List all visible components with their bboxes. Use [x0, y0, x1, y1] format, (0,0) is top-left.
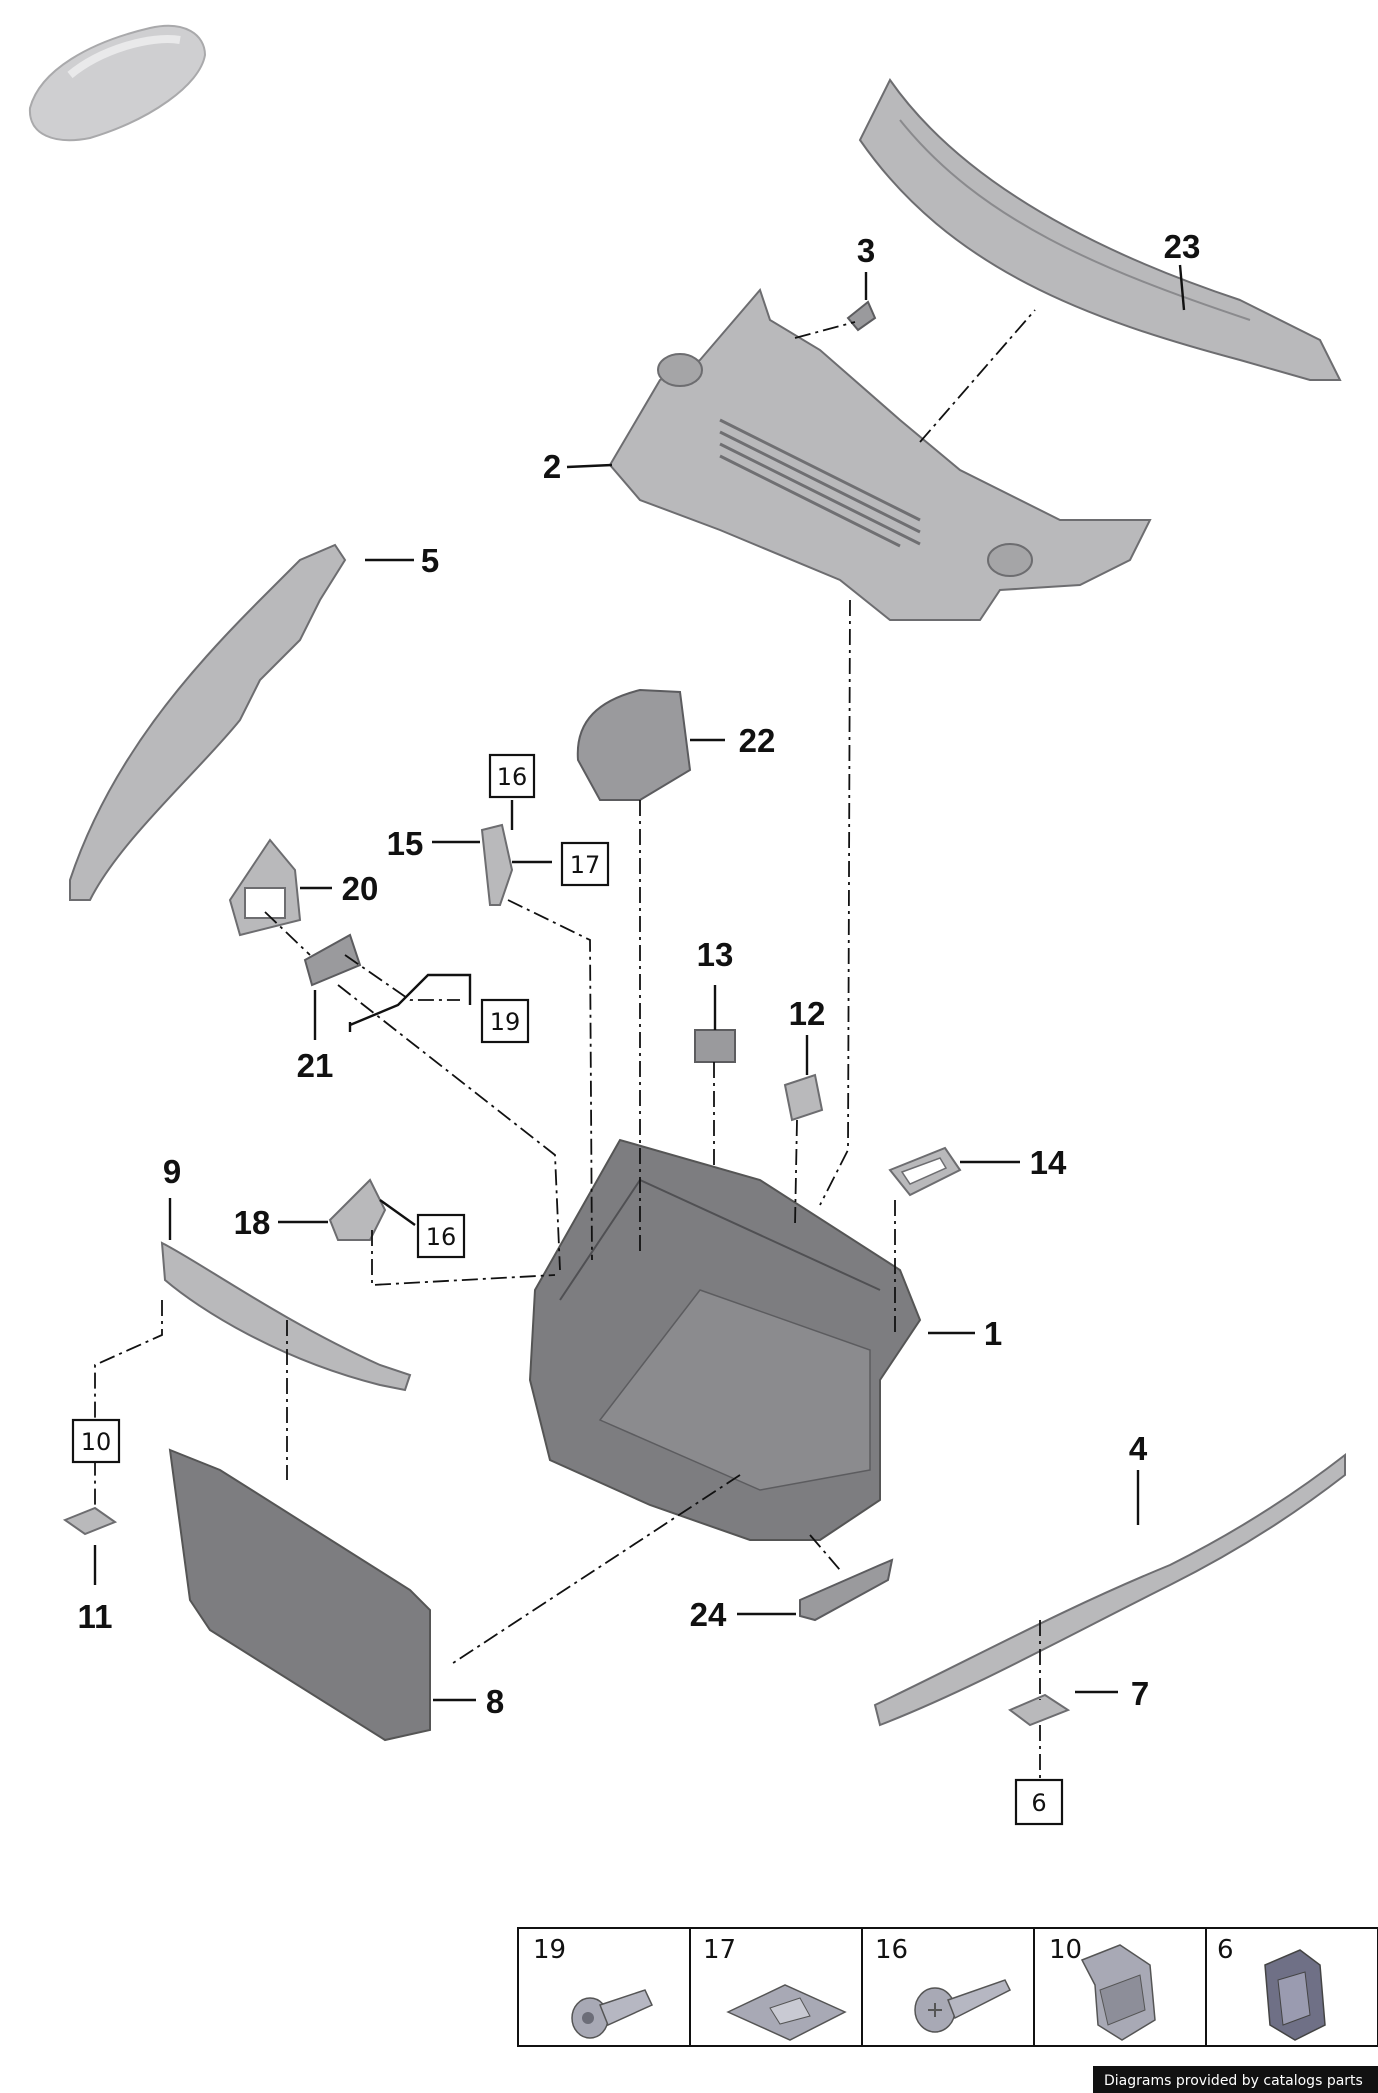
callouts: 3 23 2 5 22 15 20 21 13 12 14 9 18 1 4 1…: [78, 228, 1201, 1720]
boxed-ref-10[interactable]: 10: [71, 1418, 121, 1464]
callout-24: 24: [690, 1596, 727, 1633]
retainer-clip-icon: [1264, 1949, 1326, 2041]
svg-text:19: 19: [533, 1935, 566, 1965]
legend-cell-6[interactable]: 6: [1205, 1927, 1378, 2047]
part-4-sill-trim[interactable]: [873, 1452, 1346, 1727]
part-13-grommet[interactable]: [694, 1029, 736, 1063]
svg-text:6: 6: [1031, 1789, 1046, 1817]
part-24-bracket[interactable]: [799, 1558, 894, 1622]
part-21-bracket[interactable]: [303, 933, 362, 987]
svg-text:16: 16: [497, 763, 528, 791]
boxed-ref-6[interactable]: 6: [1014, 1778, 1064, 1826]
callout-22: 22: [739, 722, 776, 759]
callout-9: 9: [163, 1153, 181, 1190]
callout-5: 5: [421, 542, 439, 579]
part-18-bracket[interactable]: [328, 1178, 387, 1241]
legend-cell-19[interactable]: 19: [517, 1927, 691, 2047]
part-12-clip[interactable]: [783, 1073, 824, 1122]
svg-text:17: 17: [570, 851, 601, 879]
bolt-icon: [571, 1989, 653, 2039]
callout-21: 21: [297, 1047, 334, 1084]
callout-8: 8: [486, 1683, 504, 1720]
callout-20: 20: [342, 870, 379, 907]
clip-nut-icon: [726, 1984, 847, 2041]
callout-18: 18: [234, 1204, 271, 1241]
callout-23: 23: [1164, 228, 1201, 265]
svg-text:10: 10: [1049, 1935, 1082, 1965]
callout-7: 7: [1131, 1675, 1149, 1712]
screw-icon: [914, 1979, 1012, 2033]
callout-4: 4: [1129, 1430, 1148, 1467]
part-22-cover[interactable]: [576, 688, 692, 801]
part-9-sill-trim[interactable]: [160, 1241, 412, 1392]
boxed-refs: 16 17 19 16 10 6: [71, 753, 1064, 1826]
callout-3: 3: [857, 232, 875, 269]
footer-credit: Diagrams provided by catalogs parts: [1093, 2066, 1378, 2093]
callout-13: 13: [697, 936, 734, 973]
boxed-ref-16-lower[interactable]: 16: [416, 1213, 466, 1259]
part-23-trim-strip[interactable]: [858, 78, 1342, 381]
svg-text:10: 10: [81, 1428, 112, 1456]
callout-12: 12: [789, 995, 826, 1032]
part-15-bracket[interactable]: [480, 823, 514, 906]
svg-text:6: 6: [1217, 1935, 1234, 1965]
legend-cell-16[interactable]: 16: [861, 1927, 1035, 2047]
part-14-frame[interactable]: [888, 1146, 962, 1197]
part-20-frame[interactable]: [228, 838, 302, 937]
callout-15: 15: [387, 825, 424, 862]
part-11-clip[interactable]: [62, 1506, 118, 1536]
fastener-legend: 19 17 16 10: [517, 1927, 1378, 2047]
svg-text:16: 16: [875, 1935, 908, 1965]
part-8-side-panel[interactable]: [168, 1448, 431, 1742]
callout-1: 1: [984, 1315, 1002, 1352]
part-3-clip[interactable]: [846, 300, 877, 332]
callout-2: 2: [543, 448, 561, 485]
legend-cell-10[interactable]: 10: [1033, 1927, 1207, 2047]
svg-text:17: 17: [703, 1935, 736, 1965]
spring-clip-icon: [1080, 1944, 1156, 2041]
part-1-storage-tub[interactable]: [528, 1138, 922, 1541]
boxed-ref-19[interactable]: 19: [480, 998, 530, 1044]
boxed-ref-17[interactable]: 17: [560, 841, 610, 887]
legend-cell-17[interactable]: 17: [689, 1927, 863, 2047]
car-thumbnail-icon[interactable]: [28, 24, 207, 142]
callout-11: 11: [78, 1598, 113, 1635]
part-7-clip[interactable]: [1008, 1693, 1071, 1727]
callout-14: 14: [1030, 1144, 1067, 1181]
leader-lines: [93, 264, 1186, 1702]
part-5-side-trim[interactable]: [69, 543, 347, 901]
footer-credit-text: Diagrams provided by catalogs parts: [1104, 2073, 1363, 2089]
svg-text:16: 16: [426, 1223, 457, 1251]
svg-text:19: 19: [490, 1008, 521, 1036]
boxed-ref-16-top[interactable]: 16: [488, 753, 536, 799]
part-2-rear-panel[interactable]: [608, 288, 1152, 621]
